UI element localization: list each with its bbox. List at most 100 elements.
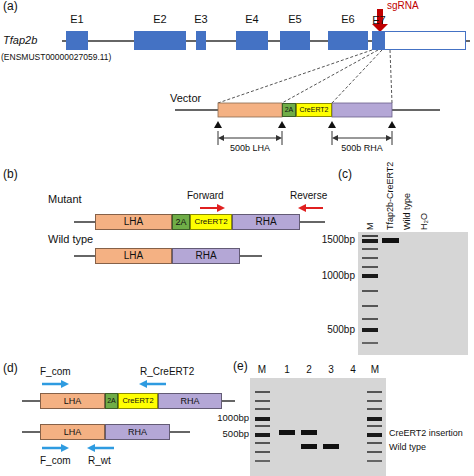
- dimension-head: [276, 135, 282, 141]
- element-label: LHA: [124, 250, 143, 262]
- lha-box: LHA: [40, 424, 105, 440]
- size-marker: 1000bp: [217, 413, 249, 424]
- lane-label: Tfap2b-CreERT2: [385, 162, 396, 230]
- element-label: CreERT2: [122, 397, 153, 406]
- pcr-band: [301, 430, 317, 435]
- exon-label: E6: [341, 13, 354, 26]
- ladder-band: [255, 442, 270, 444]
- element-label: RHA: [195, 250, 216, 262]
- primer-arrow-head: [217, 204, 225, 212]
- primer-arrow: [146, 383, 166, 386]
- ladder-band: [362, 257, 378, 259]
- lha-box: LHA: [95, 214, 172, 230]
- rha-box: [332, 103, 392, 117]
- ladder-band: [255, 408, 270, 410]
- panel-letter: (b): [3, 168, 18, 182]
- ladder-band: [362, 239, 378, 243]
- creert2-box: CreERT2: [118, 393, 158, 409]
- ladder-band: [255, 417, 270, 421]
- primer-name: R_CreERT2: [140, 366, 194, 378]
- exon-box: E5: [280, 31, 310, 50]
- creert2-box: CreERT2: [296, 103, 332, 117]
- primer-name: F_com: [40, 455, 71, 467]
- exon-box: E7: [372, 31, 466, 50]
- size-marker: 500bp: [327, 324, 355, 336]
- primer-arrow: [305, 207, 323, 209]
- primer-arrow-head: [61, 444, 69, 452]
- ladder-band: [367, 451, 382, 453]
- primer-arrow: [42, 447, 62, 450]
- size-marker: 500bp: [223, 429, 249, 440]
- ladder-band: [367, 400, 382, 402]
- gel: [250, 378, 386, 476]
- primer-name: F_com: [40, 366, 71, 378]
- rha-box: RHA: [232, 214, 300, 230]
- exon-label: E4: [245, 13, 258, 26]
- dimension-head: [218, 135, 224, 141]
- band-label: Wild type: [389, 442, 426, 452]
- ladder-band: [367, 425, 382, 427]
- primer-arrow-head: [87, 444, 95, 452]
- panel-letter: (c): [338, 168, 352, 182]
- ladder-band: [362, 235, 378, 237]
- junction-triangle: [328, 121, 336, 128]
- ladder-band: [255, 433, 270, 437]
- sgrna-label: sgRNA: [387, 0, 419, 12]
- pcr-band: [382, 238, 399, 243]
- pcr-band: [279, 430, 295, 435]
- ladder-band: [255, 451, 270, 453]
- element-label: CreERT2: [299, 106, 328, 114]
- dimension-head: [332, 135, 338, 141]
- exon-label: E3: [194, 13, 207, 26]
- gel: [358, 232, 468, 355]
- element-label: RHA: [255, 216, 276, 228]
- exon-box: E4: [236, 31, 268, 50]
- panel-letter: (d): [3, 362, 18, 376]
- lane-label: Wild type: [402, 193, 413, 230]
- arm-length: 500b RHA: [332, 143, 392, 153]
- element-label: CreERT2: [194, 217, 227, 226]
- rha-box: RHA: [105, 424, 170, 440]
- exon-label: E2: [153, 13, 166, 26]
- primer-arrow: [42, 383, 62, 386]
- element-label: RHA: [180, 396, 199, 406]
- ladder-band: [362, 274, 378, 278]
- transcript-id: (ENSMUST00000027059.11): [1, 53, 111, 63]
- pcr-band: [301, 444, 317, 449]
- lha-box: LHA: [95, 248, 172, 264]
- p2a-box: 2A: [172, 214, 190, 230]
- ladder-band: [367, 408, 382, 410]
- ladder-band: [362, 328, 378, 332]
- exon-label: E1: [70, 13, 83, 26]
- element-label: LHA: [124, 216, 143, 228]
- lane-label: M: [232, 364, 292, 376]
- panel-letter: (a): [3, 0, 18, 14]
- lane-label: M: [345, 364, 405, 376]
- primer-name: Forward: [187, 190, 224, 202]
- ladder-band: [367, 433, 382, 437]
- ladder-band: [367, 460, 382, 462]
- element-label: 2A: [285, 106, 294, 114]
- ladder-band: [362, 266, 378, 268]
- element-label: LHA: [64, 427, 82, 437]
- element-label: LHA: [64, 396, 82, 406]
- lane-label: M: [365, 223, 376, 231]
- element-label: 2A: [107, 397, 116, 405]
- dashed-guide: [282, 50, 378, 103]
- allele-label: Wild type: [48, 233, 93, 246]
- junction-triangle: [278, 121, 286, 128]
- ladder-band: [367, 442, 382, 444]
- primer-arrow: [94, 447, 114, 450]
- arm-length: 500b LHA: [220, 143, 280, 153]
- ladder-band: [255, 425, 270, 427]
- element-label: RHA: [128, 427, 147, 437]
- gene-name: Tfap2b: [3, 34, 37, 47]
- rha-box: RHA: [158, 393, 222, 409]
- ladder-band: [255, 391, 270, 393]
- panel-letter: (e): [233, 360, 248, 374]
- ladder-band: [255, 400, 270, 402]
- band-label: CreERT2 insertion: [389, 428, 463, 438]
- dashed-guide: [332, 50, 382, 103]
- primer-arrow-head: [139, 380, 147, 388]
